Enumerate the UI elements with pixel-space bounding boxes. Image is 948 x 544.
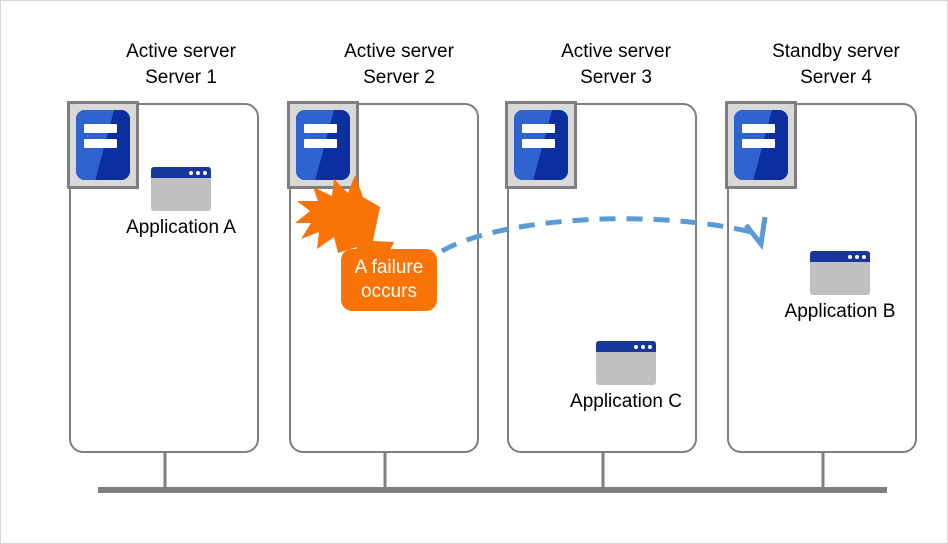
server-icon-2 <box>287 101 359 189</box>
network-bus <box>98 453 887 493</box>
app-window-icon <box>596 341 656 385</box>
application-c[interactable]: Application C <box>561 341 691 414</box>
server-header-3: Active server Server 3 <box>561 41 671 88</box>
server-icon-1 <box>67 101 139 189</box>
failure-label: A failure occurs <box>341 249 437 311</box>
server-header-4: Standby server Server 4 <box>772 41 900 88</box>
server-header-2: Active server Server 2 <box>344 41 454 88</box>
app-window-icon <box>810 251 870 295</box>
app-window-icon <box>151 167 211 211</box>
application-b[interactable]: Application B <box>775 251 905 324</box>
application-b-label: Application B <box>784 301 896 322</box>
failure-burst-icon <box>295 175 394 263</box>
failover-arrow <box>440 216 768 254</box>
server-icon-4 <box>725 101 797 189</box>
server-icon-3 <box>505 101 577 189</box>
application-a-label: Application A <box>126 217 236 238</box>
application-a[interactable]: Application A <box>119 167 243 240</box>
application-c-label: Application C <box>570 391 682 412</box>
server-header-1: Active server Server 1 <box>126 41 236 88</box>
